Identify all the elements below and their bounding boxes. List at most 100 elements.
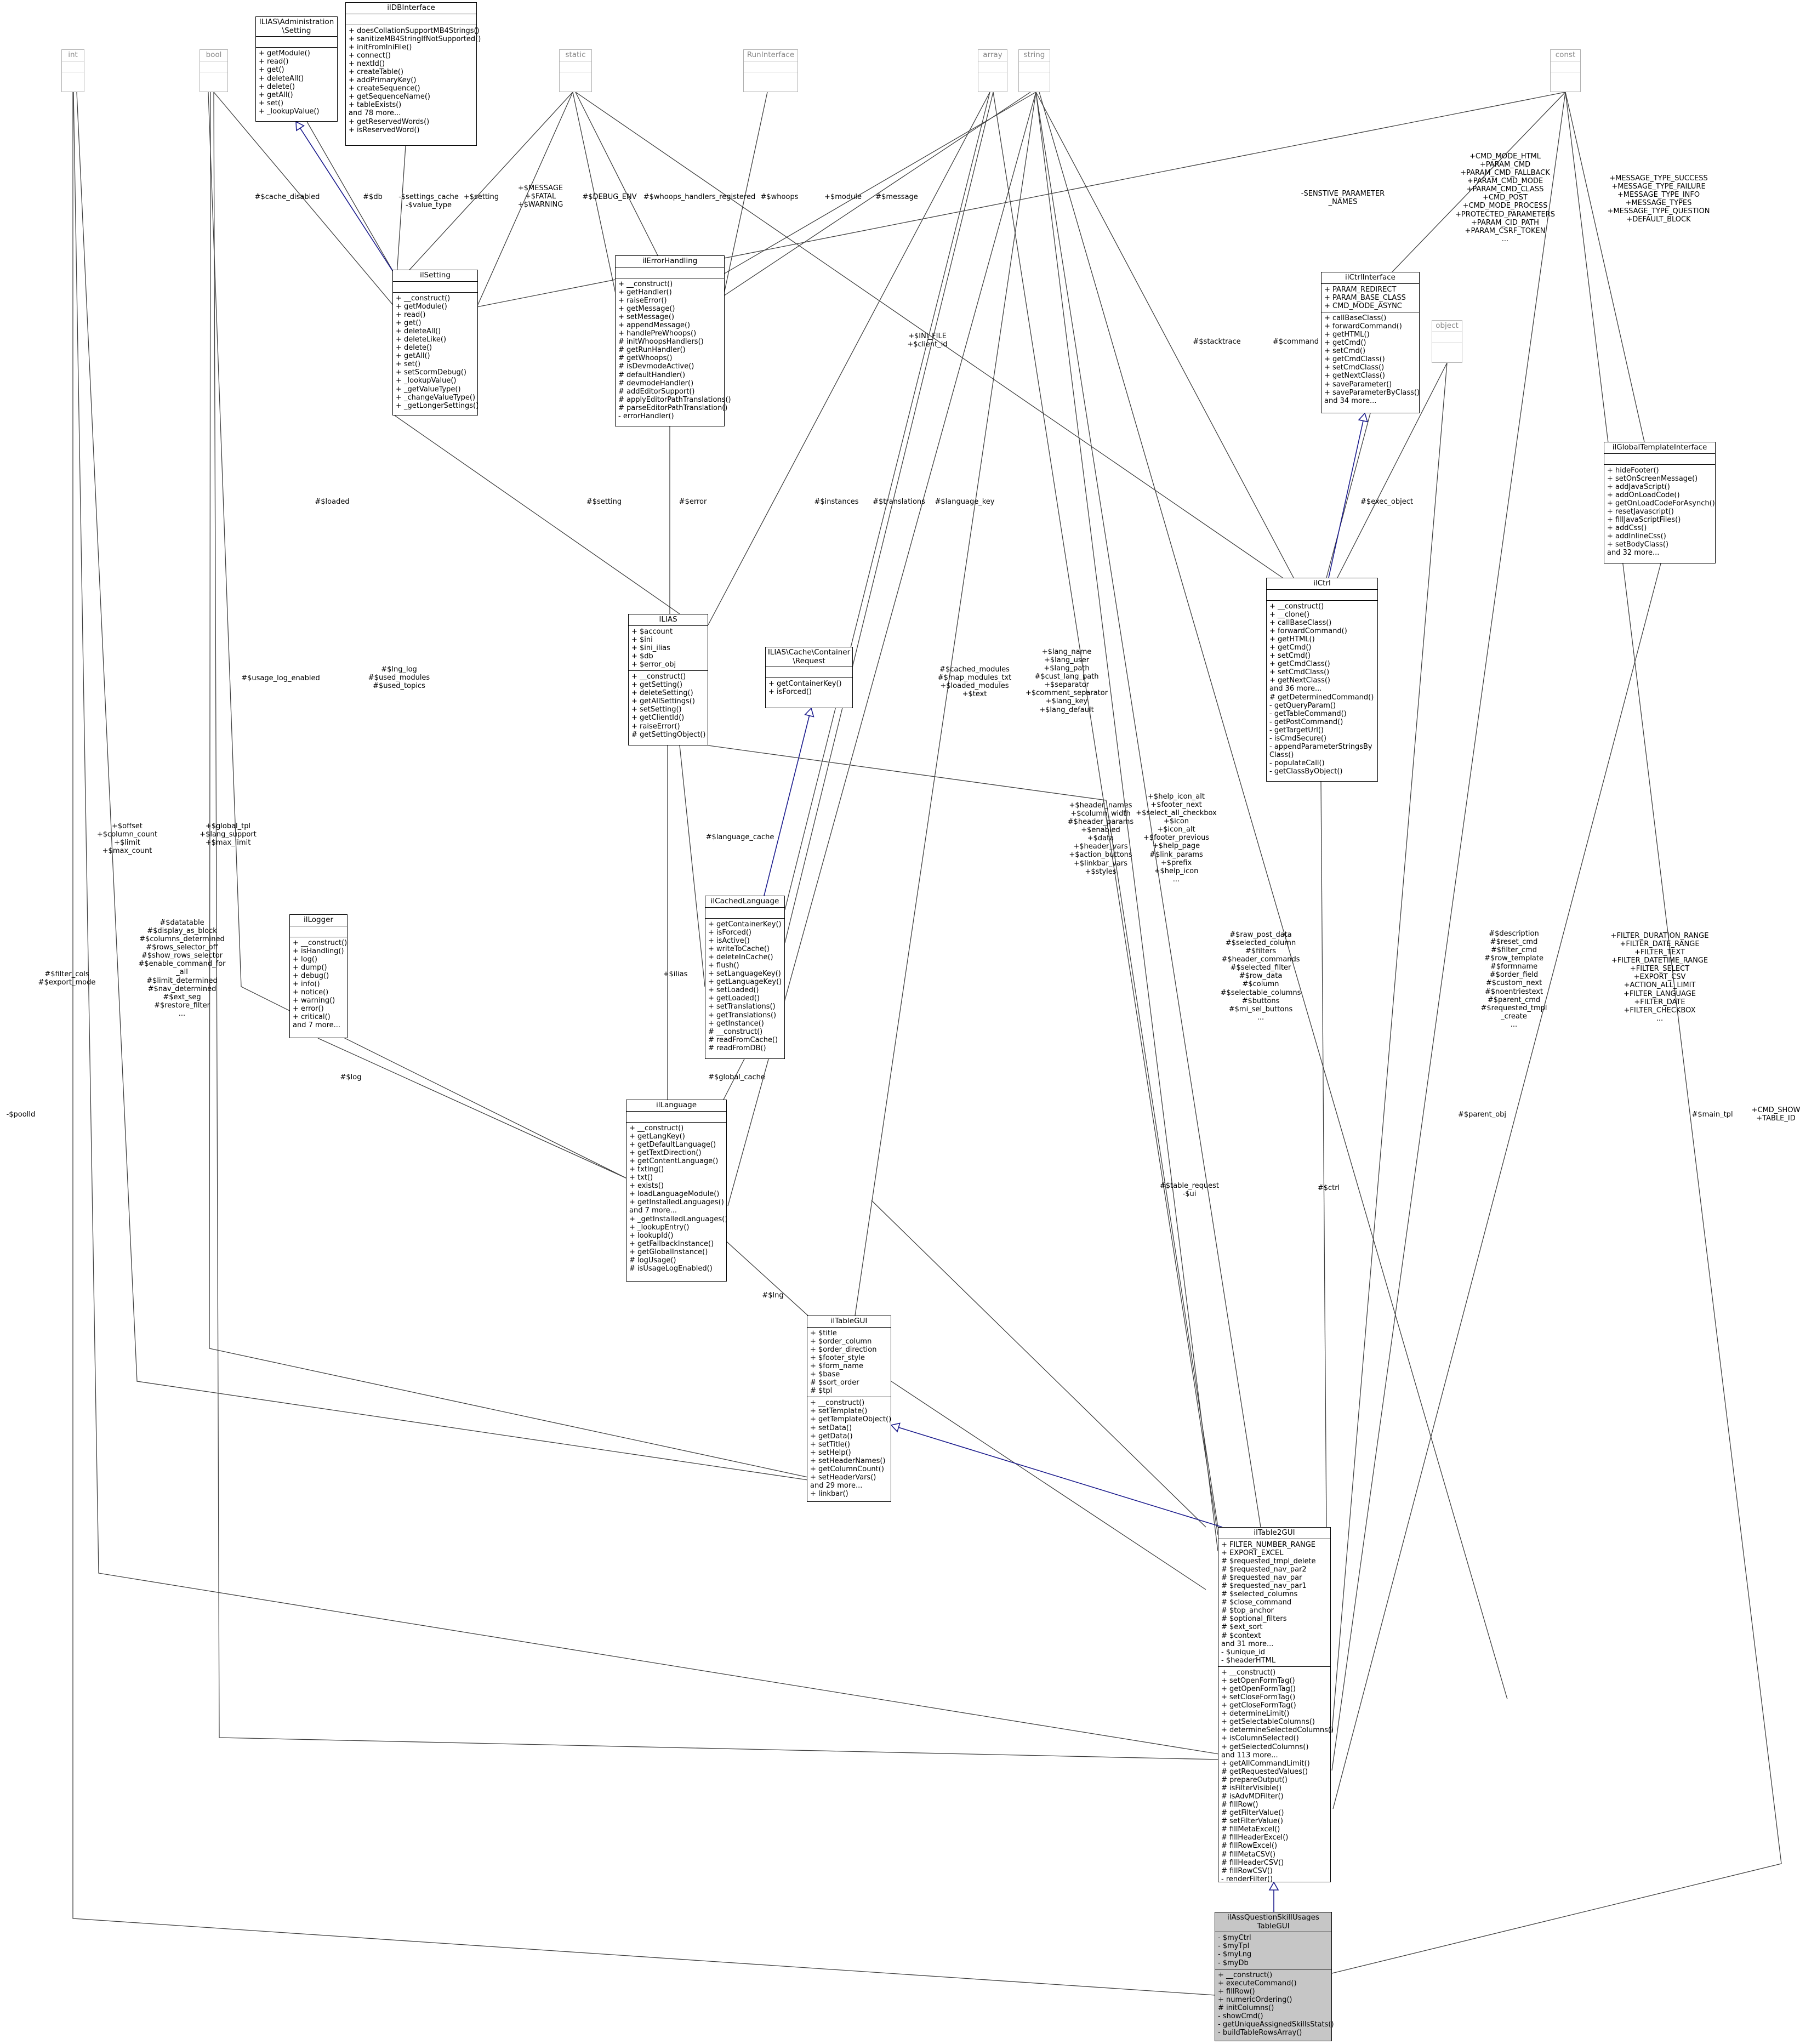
attribute-section — [744, 61, 798, 72]
class-ilglobaltemplateinterface[interactable]: ilGlobalTemplateInterface+ hideFooter()+… — [1604, 442, 1716, 563]
operation: + __construct() — [810, 1399, 865, 1408]
association-line — [993, 92, 1218, 1535]
class-static[interactable]: static — [559, 49, 592, 92]
class-name: ilLogger — [290, 915, 347, 926]
class-ilias[interactable]: ILIAS+ $account+ $ini+ $ini_ilias+ $db+ … — [628, 614, 708, 745]
class-ilcachedlanguage[interactable]: ilCachedLanguage+ getContainerKey()+ isF… — [705, 896, 785, 1059]
operation: - showCmd() — [1218, 2012, 1263, 2021]
operation: # applyEditorPathTranslations() — [618, 395, 731, 404]
class-array[interactable]: array — [978, 49, 1007, 92]
association-line — [72, 92, 1216, 1996]
class-bool[interactable]: bool — [200, 49, 228, 92]
edge-label: #$log — [340, 1073, 362, 1081]
association-line — [784, 92, 990, 910]
attribute: + $order_column — [810, 1337, 872, 1346]
edge-label: #$description #$reset_cmd #$filter_cmd #… — [1480, 930, 1547, 1029]
operation: + deleteLike() — [396, 335, 447, 344]
class-illogger[interactable]: ilLogger+ __construct()+ isHandling()+ l… — [289, 914, 348, 1038]
association-line — [73, 92, 1220, 1755]
operation: + isForced() — [768, 688, 812, 697]
inheritance-arrowhead — [804, 707, 814, 718]
operation: + executeCommand() — [1218, 1979, 1297, 1988]
association-line — [891, 1381, 1206, 1590]
attribute-section — [978, 61, 1007, 72]
operation: + getContainerKey() — [708, 920, 782, 929]
operation: + getAll() — [259, 90, 293, 99]
operation-section: + getContainerKey()+ isForced() — [766, 678, 852, 698]
operation: + handlePreWhoops() — [618, 329, 697, 338]
class-object[interactable]: object — [1432, 320, 1462, 363]
edge-label: +$offset +$column_count +$limit +$max_co… — [96, 822, 158, 856]
attribute: # $selected_columns — [1221, 1590, 1298, 1599]
operation: # fillHeaderCSV() — [1221, 1858, 1284, 1867]
class-ilassquestionskillusagestablegui[interactable]: ilAssQuestionSkillUsages TableGUI- $myCt… — [1215, 1912, 1334, 2041]
operation: - getClassByObject() — [1269, 767, 1343, 776]
association-line — [708, 745, 1218, 1528]
operation: and 34 more... — [1324, 396, 1377, 405]
association-line — [1039, 92, 1508, 1700]
class-ilctrl[interactable]: ilCtrl+ __construct()+ __clone()+ callBa… — [1266, 578, 1378, 782]
class-name: ilLanguage — [626, 1100, 726, 1112]
edge-label: +$global_tpl +$lang_support +$max_limit — [200, 822, 257, 847]
operation: + setHelp() — [810, 1448, 851, 1457]
class-ilias-administration-setting[interactable]: ILIAS\Administration \Setting+ getModule… — [255, 16, 338, 122]
class-name: ilCtrl — [1267, 578, 1377, 590]
operation: and 7 more... — [293, 1021, 341, 1030]
attribute-section — [626, 1112, 726, 1123]
class-ilctrlinterface[interactable]: ilCtrlInterface+ PARAM_REDIRECT+ PARAM_B… — [1321, 272, 1420, 413]
class-iltablegui[interactable]: ilTableGUI+ $title+ $order_column+ $orde… — [807, 1316, 891, 1502]
edge-label: #$whoops — [760, 193, 799, 201]
operation: + numericOrdering() — [1218, 1995, 1292, 2004]
operation-section: + getContainerKey()+ isForced()+ isActiv… — [705, 919, 784, 1054]
association-line — [209, 92, 808, 1478]
association-line — [405, 92, 573, 275]
edge-label: +CMD_SHOW +TABLE_ID — [1751, 1106, 1800, 1123]
edge-label: #$raw_post_data #$selected_column #$filt… — [1220, 931, 1301, 1022]
operation: + getAllCommandLimit() — [1221, 1759, 1310, 1768]
association-line — [871, 1200, 1206, 1528]
operation: + getSelectedColumns() — [1221, 1743, 1309, 1751]
class-ilias-cache-container-request[interactable]: ILIAS\Cache\Container \Request+ getConta… — [765, 647, 853, 708]
association-line — [855, 92, 1036, 1316]
operation: + __clone() — [1269, 610, 1310, 619]
association-line — [317, 1038, 628, 1179]
attribute: - $myTpl — [1218, 1942, 1250, 1951]
operation: + __construct() — [396, 294, 451, 303]
attribute-section — [766, 667, 852, 679]
attribute-section: + $account+ $ini+ $ini_ilias+ $db+ $erro… — [629, 626, 708, 671]
operation: + callBaseClass() — [1269, 618, 1332, 627]
edge-label: +$help_icon_alt +$footer_next +$select_a… — [1136, 793, 1217, 884]
class-name: array — [978, 50, 1007, 61]
inheritance-arrowhead — [890, 1422, 901, 1433]
class-string[interactable]: string — [1018, 49, 1050, 92]
operation: + addPrimaryKey() — [349, 76, 417, 85]
association-line — [575, 92, 658, 256]
class-illanguage[interactable]: ilLanguage+ __construct()+ getLangKey()+… — [626, 1100, 727, 1282]
attribute: + $order_direction — [810, 1345, 877, 1354]
inheritance-line — [761, 708, 812, 905]
operation: + flush() — [708, 961, 739, 970]
operation: + connect() — [349, 51, 391, 60]
operation: # readFromCache() — [708, 1035, 778, 1044]
association-line — [76, 92, 808, 1481]
operation: + saveParameterByClass() — [1324, 388, 1420, 397]
operation: # initWhoopsHandlers() — [618, 338, 704, 346]
edge-label: +CMD_MODE_HTML +PARAM_CMD +PARAM_CMD_FAL… — [1455, 152, 1556, 243]
operation: # fillMetaCSV() — [1221, 1850, 1276, 1859]
association-line — [1337, 362, 1448, 578]
class-int[interactable]: int — [61, 49, 84, 92]
operation: + determineSelectedColumns() — [1221, 1726, 1334, 1735]
attribute-section — [616, 267, 724, 278]
operation: + createSequence() — [349, 84, 420, 93]
class-ildbinterface[interactable]: ilDBInterface+ doesCollationSupportMB4St… — [345, 2, 481, 146]
association-line — [723, 92, 1031, 297]
class-iltable2gui[interactable]: ilTable2GUI+ FILTER_NUMBER_RANGE+ EXPORT… — [1218, 1527, 1334, 1883]
class-const[interactable]: const — [1550, 49, 1581, 92]
operation-section: + doesCollationSupportMB4Strings()+ sani… — [346, 25, 481, 136]
edge-label: #$cache_disabled — [254, 193, 320, 201]
class-runinterface[interactable]: RunInterface — [743, 49, 798, 92]
class-ilsetting[interactable]: ilSetting+ __construct()+ getModule()+ r… — [392, 270, 479, 415]
operation: + _lookupValue() — [259, 107, 320, 116]
class-ilerrorhandling[interactable]: ilErrorHandling+ __construct()+ getHandl… — [615, 255, 731, 426]
